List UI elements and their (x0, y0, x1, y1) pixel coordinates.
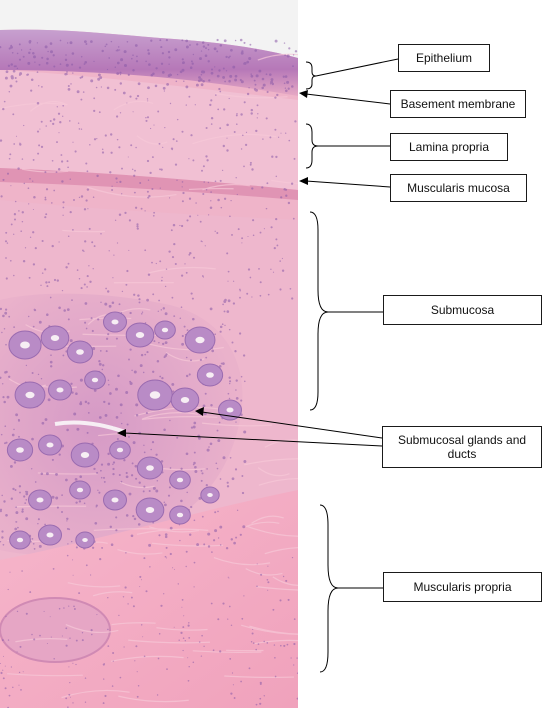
label-submucosa: Submucosa (383, 295, 542, 325)
label-muscularis-mucosa: Muscularis mucosa (390, 174, 527, 202)
label-basement-membrane: Basement membrane (390, 90, 526, 118)
label-muscularis-propria: Muscularis propria (383, 572, 542, 602)
label-submucosal-glands-and-ducts: Submucosal glands and ducts (382, 426, 542, 468)
label-epithelium: Epithelium (398, 44, 490, 72)
label-lamina-propria: Lamina propria (390, 133, 508, 161)
